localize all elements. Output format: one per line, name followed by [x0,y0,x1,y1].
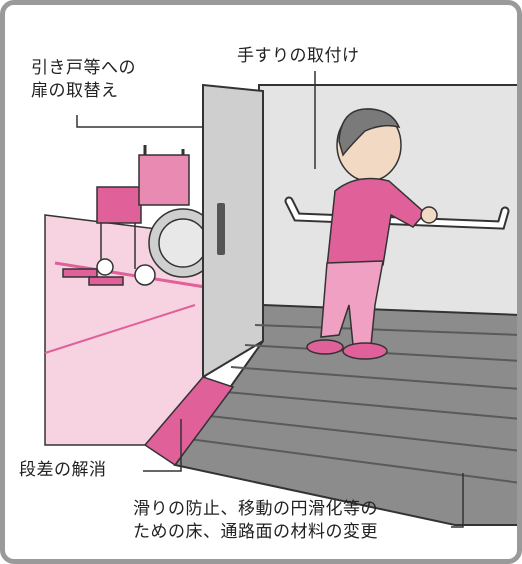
floor-stripe [44,304,196,354]
sliding-door [202,83,264,379]
wheelchair-illustration [62,145,218,286]
label-sliding-door-line1: 引き戸等への [31,58,136,78]
leader-line-step [143,419,182,472]
floor-stripe [54,261,206,289]
label-handrail: 手すりの取付け [237,46,360,66]
leader-line-floor [451,473,464,528]
leader-line-sliding-door [76,115,203,128]
label-floor-line2: ための床、通路面の材料の変更 [133,522,378,542]
gray-floor [173,303,517,526]
label-sliding-door-line2: 扉の取替え [31,81,119,101]
elderly-person-illustration [306,108,438,360]
scene-illustration [44,71,517,528]
label-step: 段差の解消 [19,460,107,480]
label-floor-line1: 滑りの防止、移動の円滑化等の [133,499,378,519]
label-sliding-door: 引き戸等への 扉の取替え [31,57,136,103]
label-floor: 滑りの防止、移動の円滑化等の ための床、通路面の材料の変更 [133,498,378,544]
step-ramp [143,376,235,467]
door-handle [217,203,225,255]
